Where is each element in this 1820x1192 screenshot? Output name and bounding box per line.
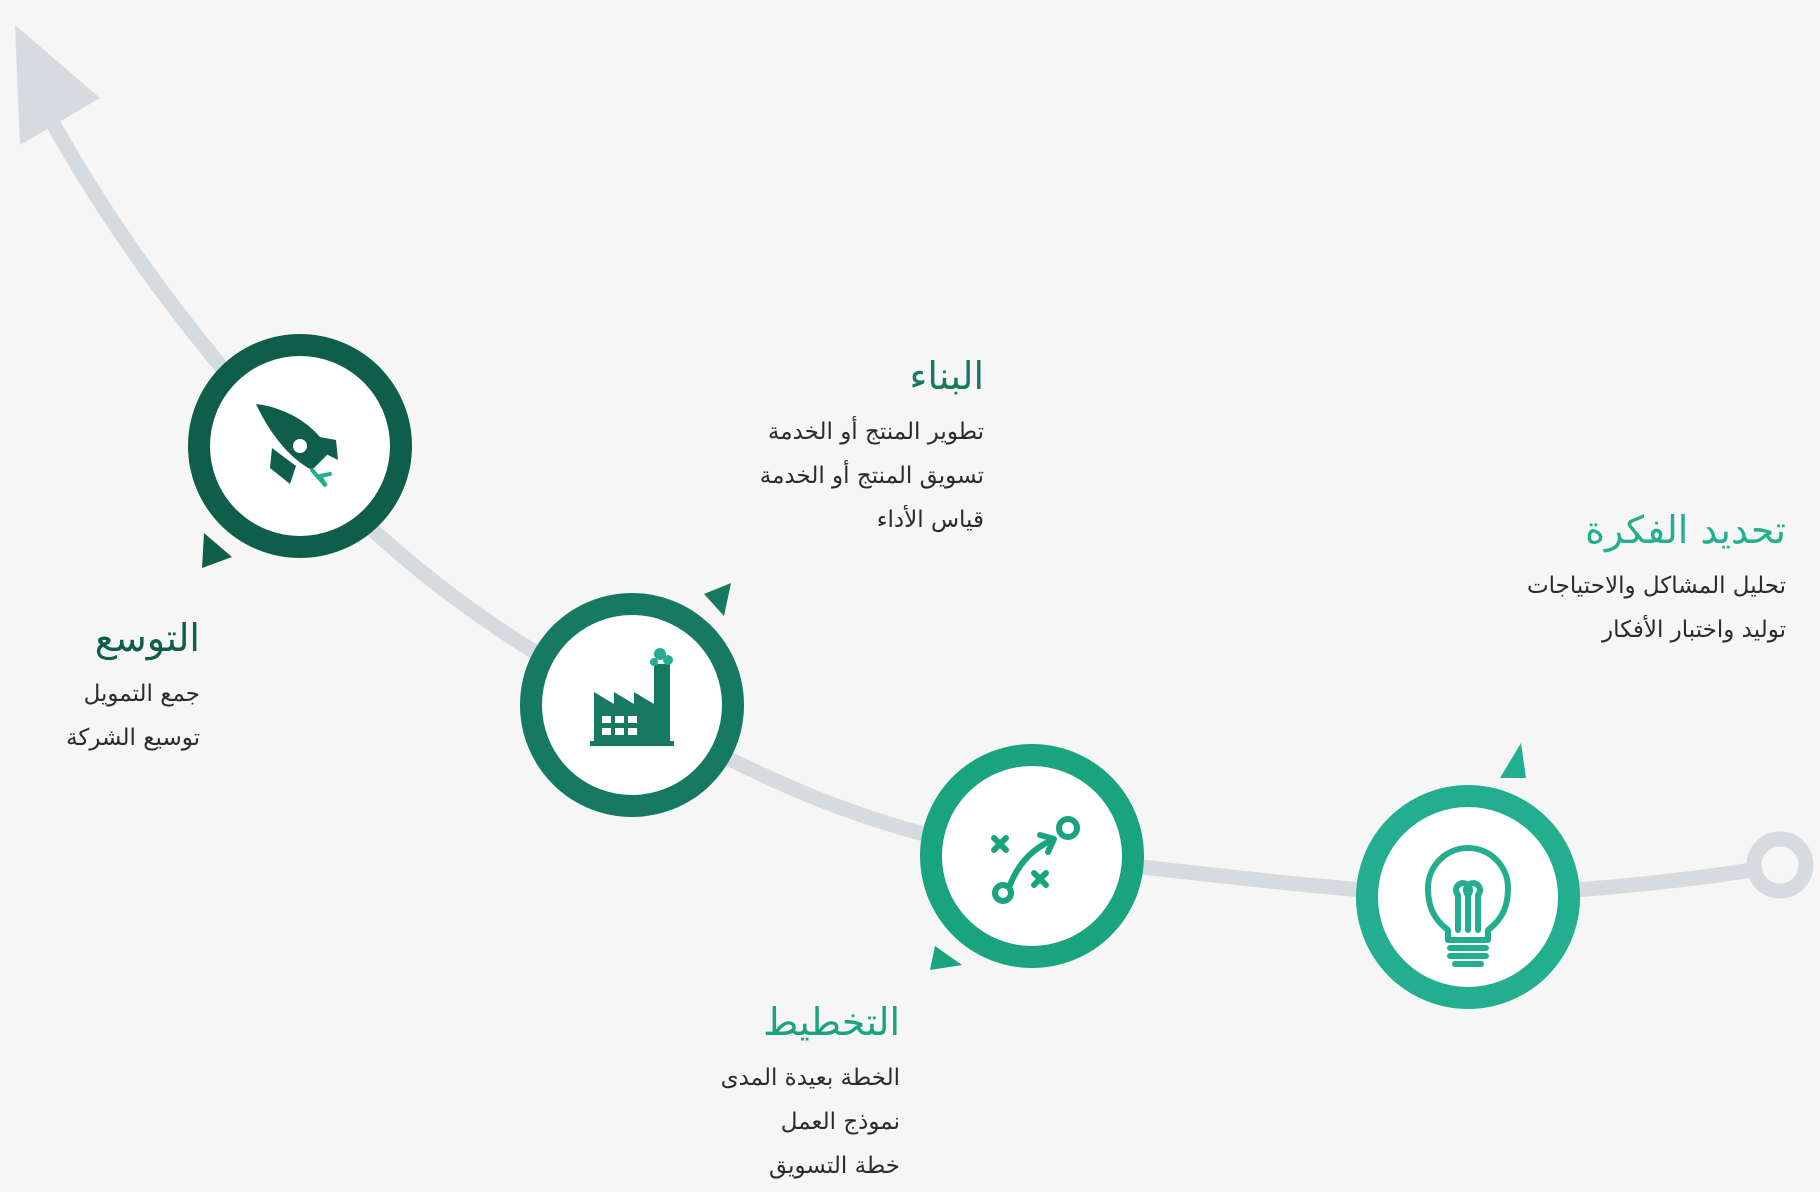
stage-title-planning: التخطيط — [763, 1000, 900, 1044]
stage-item: تطوير المنتج أو الخدمة — [767, 419, 984, 445]
stage-node-planning — [920, 744, 1144, 970]
stage-title-expansion: التوسع — [94, 616, 200, 660]
stage-node-idea — [1356, 743, 1580, 1009]
stage-item: تسويق المنتج أو الخدمة — [759, 463, 984, 489]
stage-label-expansion: التوسع جمع التمويل توسيع الشركة — [66, 614, 200, 760]
stage-label-building: البناء تطوير المنتج أو الخدمة تسويق المن… — [760, 352, 984, 542]
track-arrowhead-icon — [15, 25, 100, 145]
stage-item: نموذج العمل — [780, 1109, 900, 1135]
stage-item: توسيع الشركة — [66, 725, 200, 751]
stage-label-planning: التخطيط الخطة بعيدة المدى نموذج العمل خط… — [721, 998, 900, 1188]
stage-label-idea: تحديد الفكرة تحليل المشاكل والاحتياجات ت… — [1527, 506, 1786, 652]
stage-item: قياس الأداء — [876, 507, 984, 533]
stage-node-building — [520, 583, 744, 817]
lightbulb-icon — [1425, 845, 1511, 967]
stage-node-expansion — [188, 334, 412, 568]
rocket-icon — [256, 404, 338, 488]
stage-item: خطة التسويق — [768, 1153, 900, 1179]
stage-pointer-planning — [930, 946, 962, 970]
stage-item: تحليل المشاكل والاحتياجات — [1526, 573, 1786, 599]
track-start-node — [1746, 831, 1814, 899]
stage-item: توليد واختبار الأفكار — [1602, 617, 1786, 643]
stage-pointer-expansion — [202, 533, 232, 568]
stage-pointer-building — [704, 583, 731, 616]
stage-title-building: البناء — [909, 354, 984, 398]
stage-pointer-idea — [1500, 743, 1526, 778]
stage-item: جمع التمويل — [83, 681, 200, 707]
stage-title-idea: تحديد الفكرة — [1585, 508, 1786, 552]
stage-item: الخطة بعيدة المدى — [720, 1065, 900, 1091]
factory-icon — [590, 648, 674, 746]
strategy-icon — [991, 816, 1080, 904]
